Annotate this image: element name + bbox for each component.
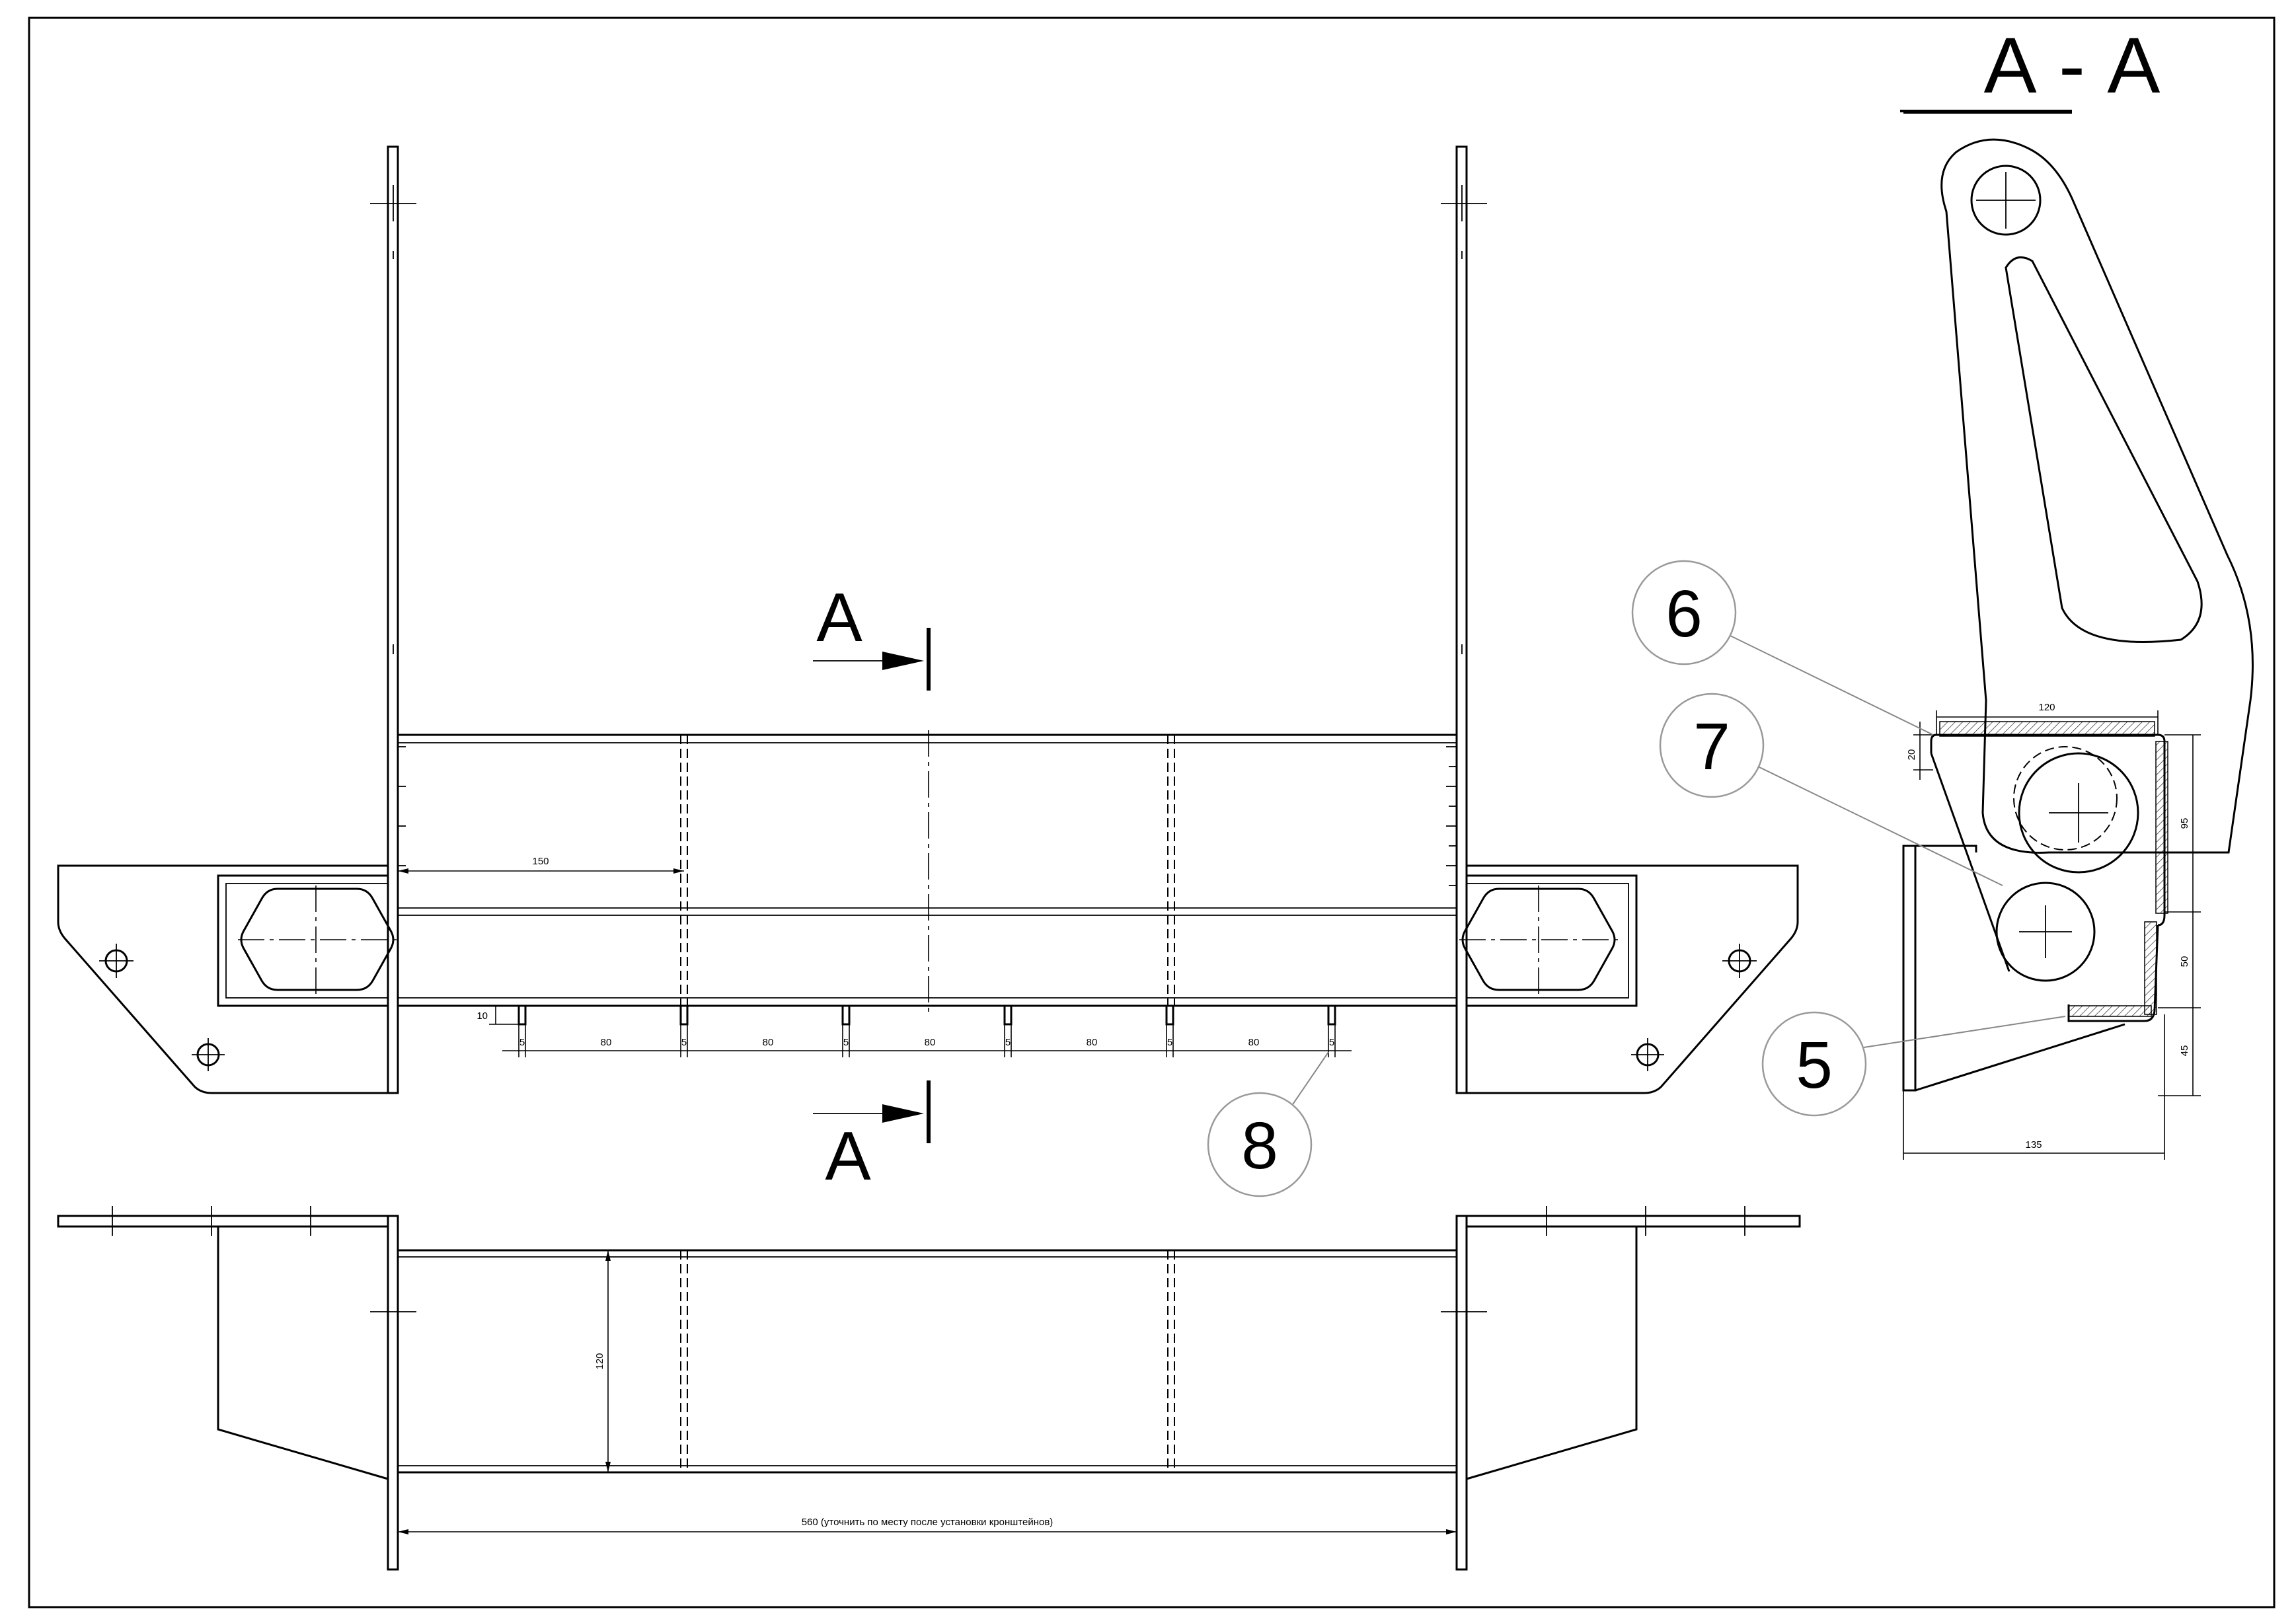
- dim-5-label-3: 5: [843, 1037, 849, 1048]
- dim-10: 10: [477, 1005, 519, 1025]
- front-view: 150 10 5 80 5 80 5: [57, 145, 1799, 1197]
- dim-sec-120: 120: [1936, 702, 2159, 735]
- right-side-bracket: [1465, 864, 1799, 1094]
- dim-plan-120-label: 120: [594, 1353, 605, 1369]
- pins-row: [517, 1004, 1336, 1026]
- right-vertical-plate: [1455, 145, 1468, 1094]
- section-mark-top: А: [813, 580, 931, 691]
- dim-sec-135: 135: [1903, 1014, 2165, 1160]
- section-letter-top: А: [816, 580, 862, 656]
- section-mark-bottom: А: [813, 1080, 931, 1195]
- dim-10-label: 10: [477, 1010, 488, 1022]
- dim-sec-50: 50: [2158, 912, 2201, 1008]
- main-beam: [397, 734, 1458, 1007]
- lever-slot: [2005, 256, 2203, 644]
- callout-6: 6: [1631, 560, 1934, 736]
- right-hex-nut: [1461, 887, 1616, 991]
- dim-5-label-6: 5: [1329, 1037, 1334, 1048]
- left-hex-nut: [240, 887, 395, 991]
- dim-sec-50-label: 50: [2179, 956, 2190, 967]
- dim-560-label: 560 (уточнить по месту после установки к…: [802, 1517, 1053, 1528]
- section-title: А - А: [1984, 21, 2161, 110]
- support-plate: [1902, 845, 1917, 1092]
- right-flange-strip: [1465, 1215, 1801, 1228]
- dim-80-label-3: 80: [925, 1037, 936, 1048]
- dim-sec-20: 20: [1906, 722, 1936, 780]
- dim-sec-120-label: 120: [2038, 702, 2055, 713]
- callout-7: 7: [1659, 693, 2003, 886]
- lever-arm: [1940, 138, 2254, 854]
- dim-560: 560 (уточнить по месту после установки к…: [398, 1517, 1457, 1534]
- left-side-bracket: [57, 864, 389, 1094]
- dim-150-label: 150: [532, 856, 549, 867]
- callout-8: 8: [1207, 1051, 1329, 1197]
- weld-marks: [398, 746, 1457, 886]
- dim-chain: 5 80 5 80 5 80 5 80 5 80 5: [502, 1024, 1352, 1057]
- dim-sec-95-label: 95: [2179, 818, 2190, 829]
- plan-view: 120 560 (уточнить по месту после установ…: [57, 1206, 1801, 1571]
- dim-5-label-2: 5: [681, 1037, 687, 1048]
- left-vertical-plate: [387, 145, 399, 1094]
- dim-80-label-2: 80: [763, 1037, 774, 1048]
- dim-sec-95: 95: [2164, 734, 2201, 913]
- dim-sec-45-label: 45: [2179, 1045, 2190, 1057]
- callout-7-label: 7: [1693, 710, 1730, 784]
- dim-5-label-5: 5: [1167, 1037, 1172, 1048]
- dim-80-label-4: 80: [1087, 1037, 1098, 1048]
- dim-5-label-4: 5: [1005, 1037, 1011, 1048]
- callout-6-label: 6: [1665, 577, 1703, 651]
- dim-80-label-1: 80: [601, 1037, 612, 1048]
- callout-8-label: 8: [1241, 1109, 1278, 1183]
- plan-beam: [397, 1249, 1458, 1474]
- callout-5: 5: [1761, 1011, 2066, 1117]
- dim-plan-120: 120: [594, 1250, 611, 1472]
- dim-5-label-1: 5: [519, 1037, 525, 1048]
- dim-80-label-5: 80: [1248, 1037, 1260, 1048]
- dim-sec-135-label: 135: [2025, 1139, 2042, 1151]
- dim-150: 150: [398, 856, 684, 874]
- dim-sec-20-label: 20: [1906, 749, 1917, 761]
- channel-profile: [1936, 734, 2166, 926]
- section-a-a: А - А: [1631, 21, 2254, 1160]
- left-flange-strip: [57, 1215, 389, 1228]
- dim-sec-45: 45: [2158, 1008, 2201, 1096]
- callout-5-label: 5: [1796, 1028, 1833, 1102]
- section-letter-bottom: А: [825, 1118, 871, 1195]
- sheet-frame: [28, 17, 2276, 1608]
